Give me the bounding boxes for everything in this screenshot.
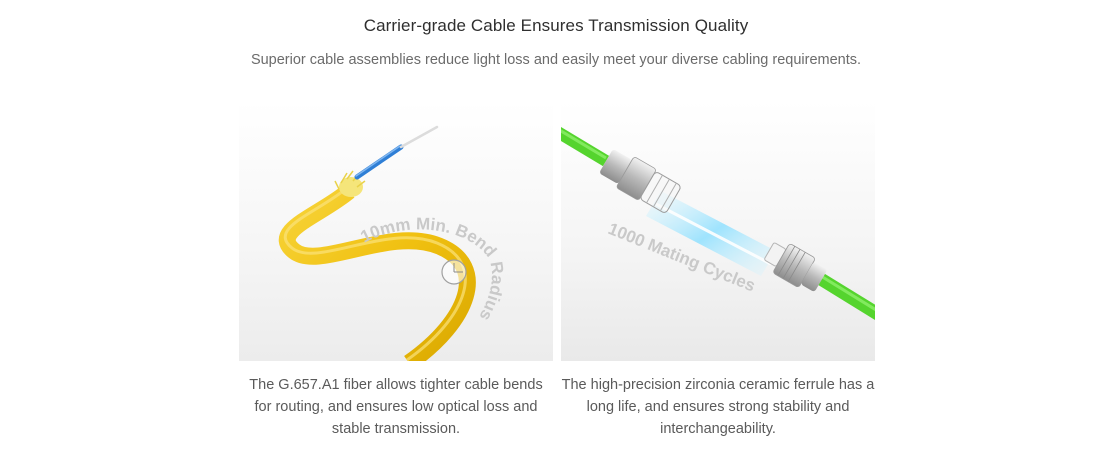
green-cable-left xyxy=(561,127,610,167)
bend-cable-illustration: 10mm Min. Bend Radius xyxy=(239,101,553,361)
green-cable-right xyxy=(812,270,875,320)
bend-radius-image: 10mm Min. Bend Radius xyxy=(239,101,553,361)
blue-fiber xyxy=(354,144,404,180)
yellow-cable xyxy=(278,184,476,361)
page-subtitle: Superior cable assemblies reduce light l… xyxy=(250,52,862,68)
mating-cycles-image: 1000 Mating Cycles xyxy=(561,101,875,361)
left-connector xyxy=(600,149,681,213)
bend-radius-gauge xyxy=(441,259,467,285)
bare-fiber xyxy=(399,125,439,149)
bend-radius-caption: The G.657.A1 fiber allows tighter cable … xyxy=(249,377,543,437)
aramid-yarn xyxy=(334,170,366,197)
mating-cycles-caption: The high-precision zirconia ceramic ferr… xyxy=(561,377,875,437)
right-connector xyxy=(764,242,827,292)
page-title: Carrier-grade Cable Ensures Transmission… xyxy=(363,16,749,35)
connector-illustration: 1000 Mating Cycles xyxy=(561,101,875,361)
